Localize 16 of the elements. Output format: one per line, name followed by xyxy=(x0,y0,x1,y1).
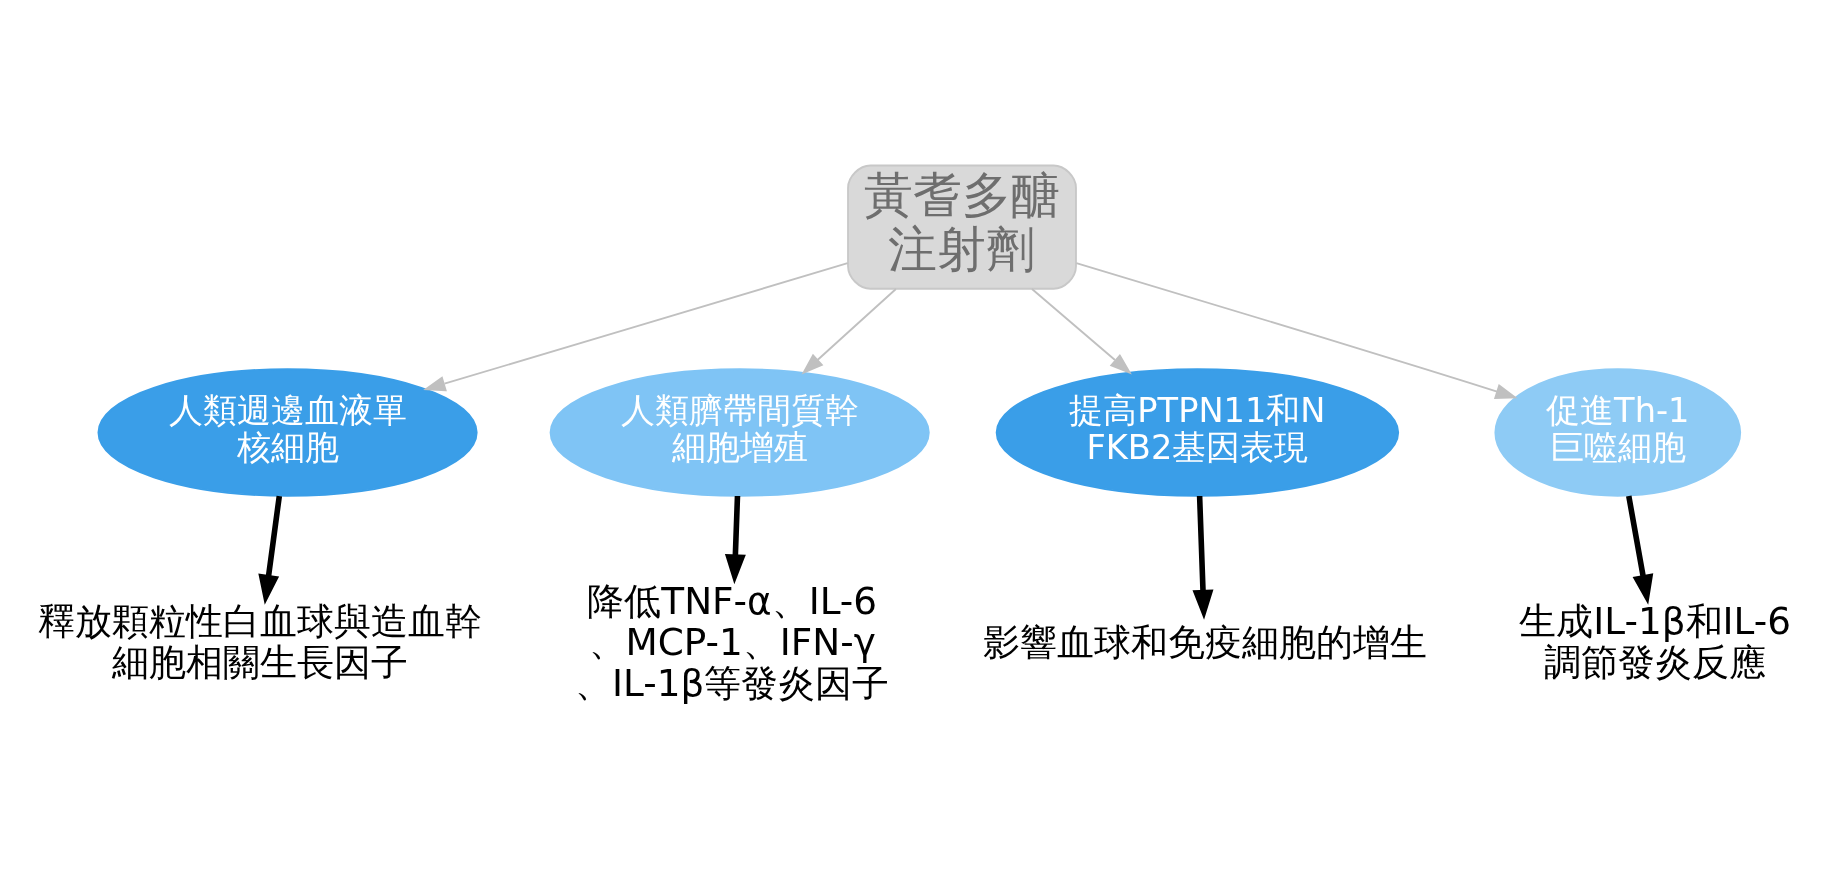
node-text: 釋放顆粒性白血球與造血幹細胞相關生長因子 xyxy=(37,598,482,684)
arrow xyxy=(258,495,283,605)
node-text: 降低TNF-α、IL-6、MCP-1、IFN-γ、IL-1β等發炎因子 xyxy=(575,578,890,705)
arrow xyxy=(724,495,746,584)
arrow xyxy=(1075,261,1518,399)
arrow xyxy=(801,287,897,375)
arrow xyxy=(1031,287,1132,374)
node-text: 影響血球和免疫細胞的增生 xyxy=(982,619,1427,664)
node-ellipse: 人類週邊血液單核細胞 xyxy=(97,367,478,497)
node-ellipse: 人類臍帶間質幹細胞增殖 xyxy=(549,367,930,497)
arrow xyxy=(1626,495,1654,605)
arrow xyxy=(423,261,849,391)
node-box: 黃耆多醣注射劑 xyxy=(847,164,1077,290)
node-text: 生成IL-1β和IL-6調節發炎反應 xyxy=(1519,598,1791,684)
node-ellipse: 提高PTPN11和NFKB2基因表現 xyxy=(995,367,1400,497)
arrow xyxy=(1192,495,1214,620)
